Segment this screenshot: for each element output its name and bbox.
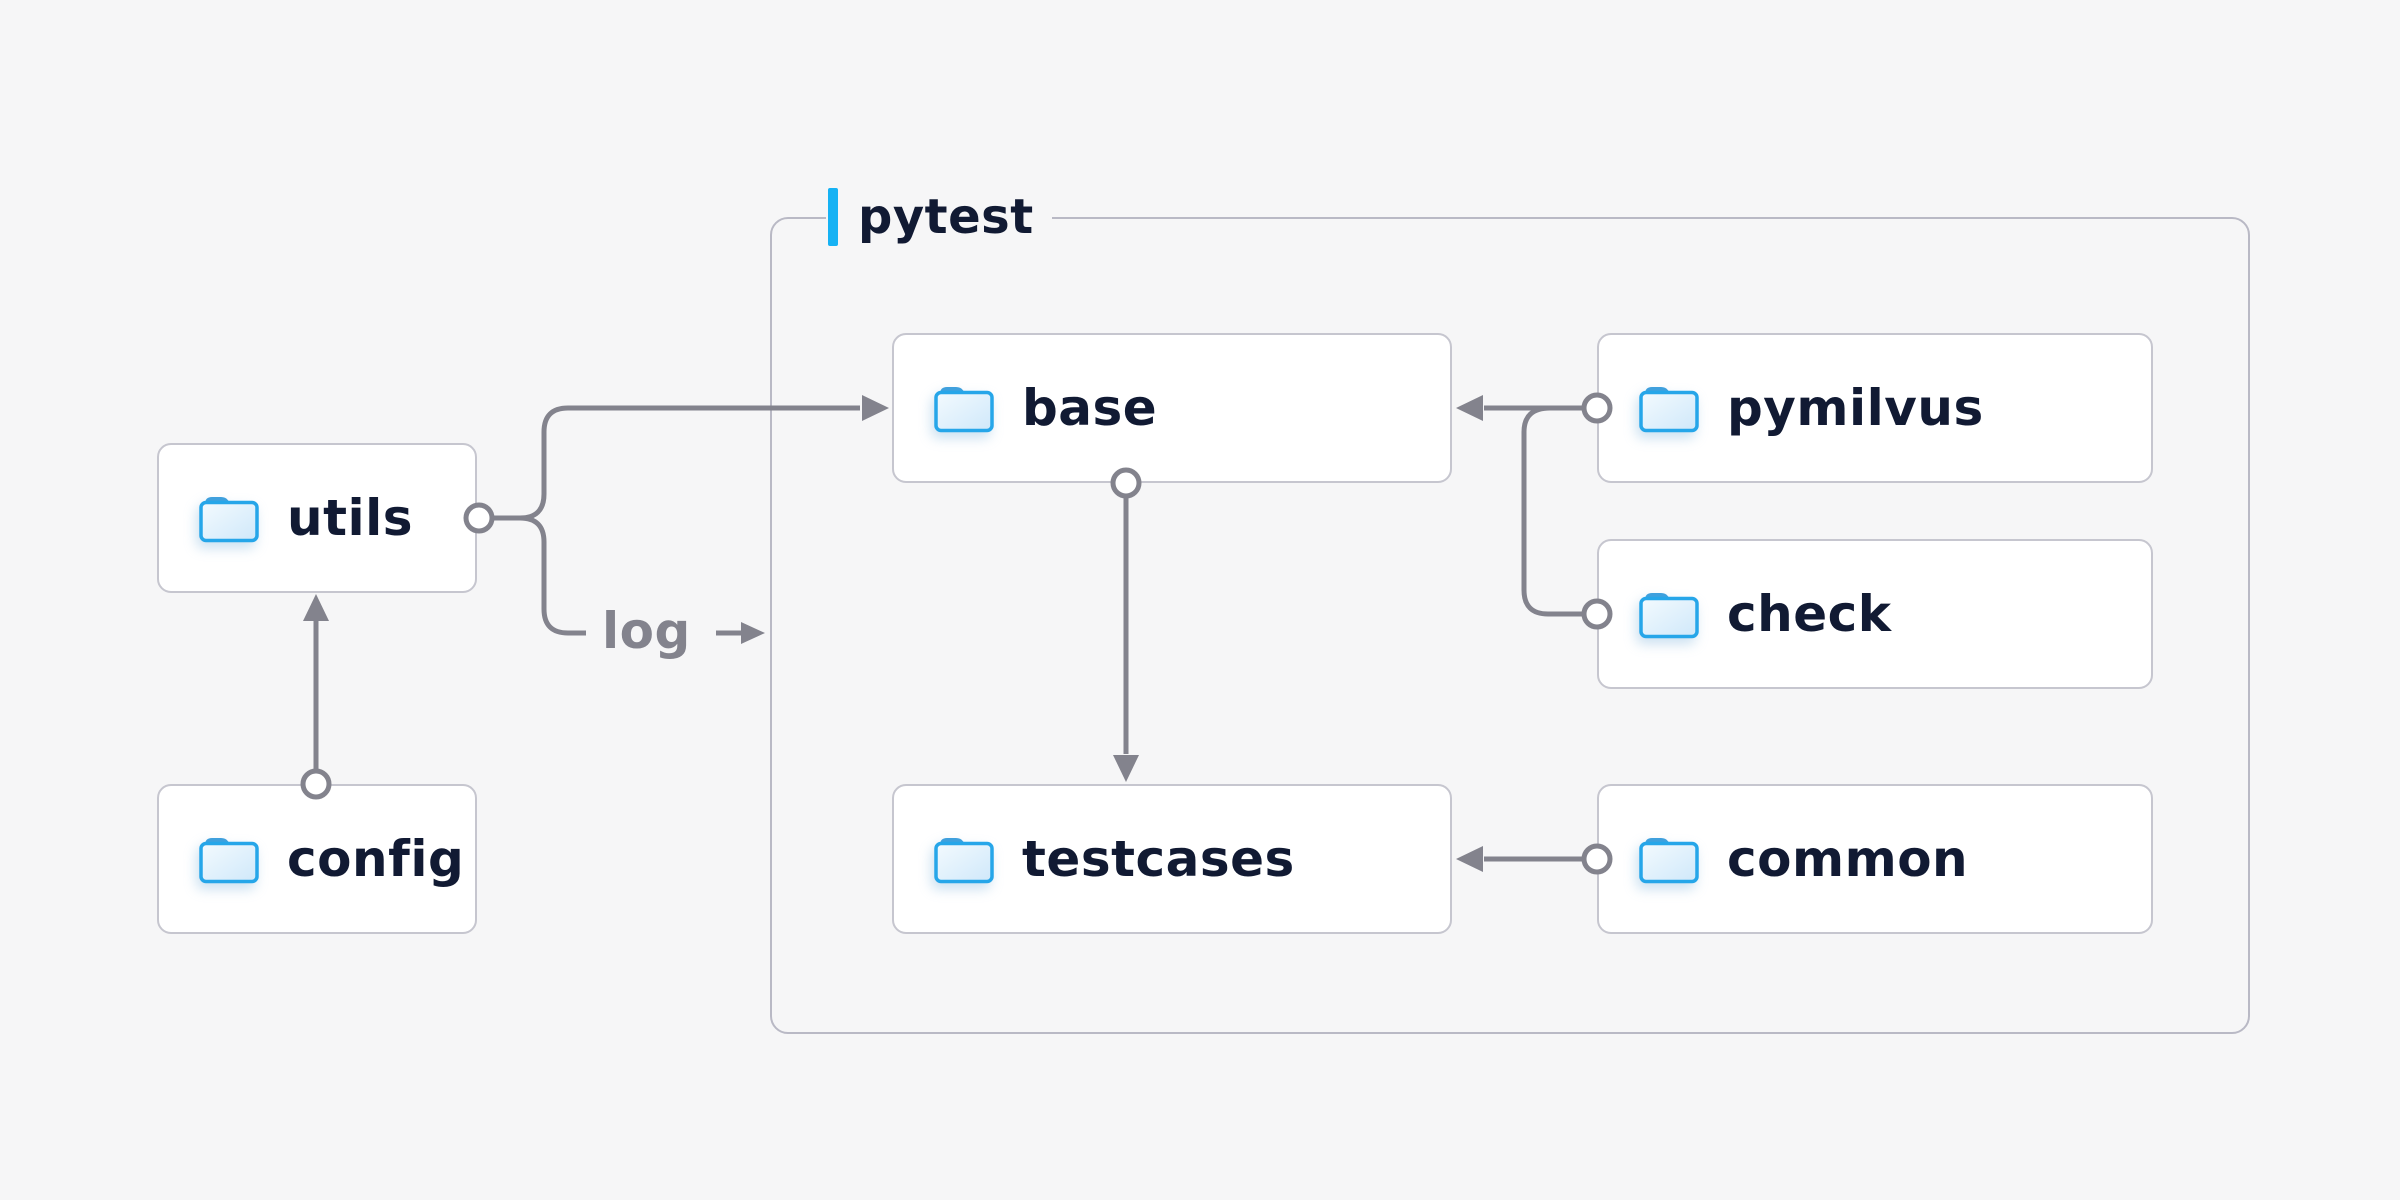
pytest-label-text: pytest [858, 189, 1034, 245]
pytest-group [770, 217, 2250, 1034]
node-label: common [1727, 830, 1969, 888]
arrowhead-into-utils [303, 594, 329, 621]
folder-icon [934, 387, 994, 433]
node-common: common [1597, 784, 2153, 934]
edge-utils-log [492, 515, 586, 636]
node-utils: utils [157, 443, 477, 593]
node-label: base [1022, 379, 1158, 437]
node-config: config [157, 784, 477, 934]
node-label: testcases [1022, 830, 1295, 888]
accent-bar [828, 188, 838, 246]
edge-label-log: log [602, 602, 691, 660]
arrowhead-log [741, 622, 765, 644]
folder-icon [1639, 593, 1699, 639]
node-base: base [892, 333, 1452, 483]
node-pymilvus: pymilvus [1597, 333, 2153, 483]
node-check: check [1597, 539, 2153, 689]
pytest-label: pytest [826, 184, 1052, 250]
node-label: utils [287, 489, 414, 547]
node-label: config [287, 830, 465, 888]
node-testcases: testcases [892, 784, 1452, 934]
folder-icon [199, 497, 259, 543]
folder-icon [1639, 838, 1699, 884]
folder-icon [1639, 387, 1699, 433]
folder-icon [199, 838, 259, 884]
node-label: pymilvus [1727, 379, 1984, 437]
folder-icon [934, 838, 994, 884]
node-label: check [1727, 585, 1892, 643]
